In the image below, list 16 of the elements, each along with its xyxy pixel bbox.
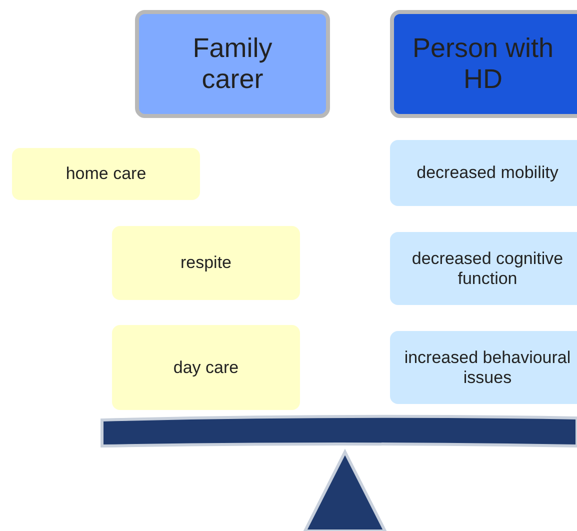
factor-box <box>112 325 300 410</box>
factor-label: decreased mobility <box>416 163 558 183</box>
factor-box <box>390 140 577 206</box>
heading-text: Person with HD <box>411 33 555 95</box>
heading-box <box>135 10 330 118</box>
factor-box <box>112 226 300 300</box>
factor-box <box>12 148 200 200</box>
factor-box <box>390 331 577 404</box>
heading-box <box>390 10 577 118</box>
factor-box <box>390 232 577 305</box>
heading-text: Family carer <box>192 33 274 95</box>
factor-label: respite <box>180 253 232 273</box>
factor-label: increased behavioural issues <box>403 348 572 388</box>
factor-label: day care <box>173 358 239 378</box>
factor-label: home care <box>66 164 146 184</box>
factor-label: decreased cognitive function <box>410 248 564 288</box>
